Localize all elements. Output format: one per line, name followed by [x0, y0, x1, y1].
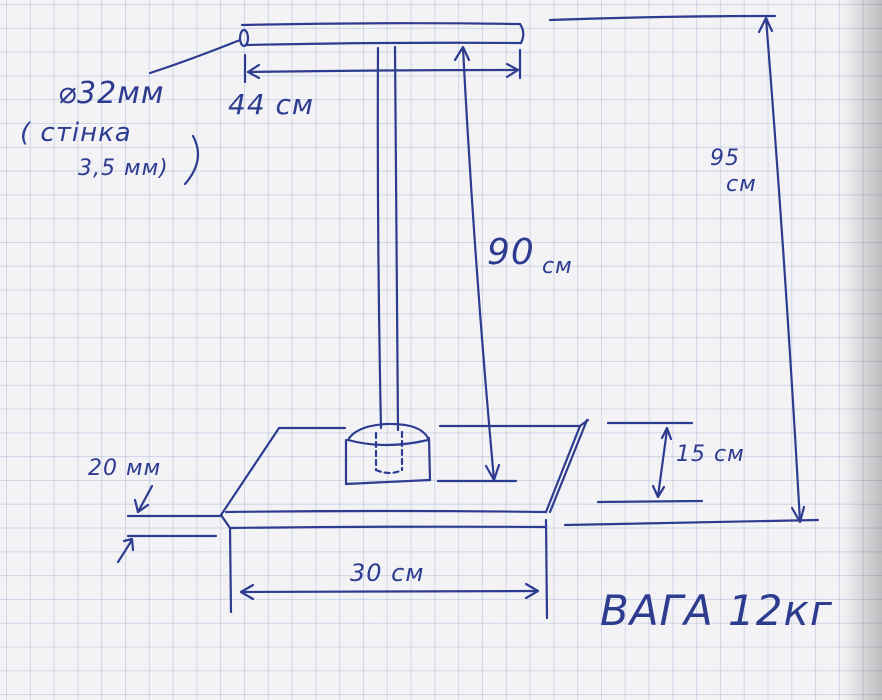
diameter-leader	[148, 38, 242, 75]
wall-label: ( стінка	[20, 118, 132, 148]
pole-socket	[344, 422, 432, 486]
vertical-pole	[376, 45, 400, 432]
total-height-dimension	[548, 14, 820, 527]
plate-thickness-dimension	[116, 484, 222, 564]
base-width-dimension	[228, 518, 549, 620]
plate-thickness-label: 20 мм	[88, 456, 162, 481]
base-height-dimension	[596, 421, 704, 504]
total-height-value: 95	[710, 146, 740, 171]
handle-width-dimension	[243, 48, 522, 84]
wall-note-bracket	[183, 134, 200, 186]
bar-height-unit: см	[542, 254, 573, 279]
photo-edge-shadow	[842, 0, 882, 700]
handle-bar	[238, 22, 525, 48]
handle-width-label: 44 см	[228, 88, 315, 121]
diameter-label: ⌀32мм	[58, 76, 165, 111]
base-height-label: 15 см	[676, 442, 745, 467]
bar-height-value: 90	[487, 232, 535, 273]
wall-thickness-label: 3,5 мм)	[78, 156, 169, 181]
bar-height-dimension	[436, 45, 518, 483]
total-height-unit: см	[726, 172, 757, 197]
base-plate	[219, 418, 590, 530]
base-width-label: 30 см	[350, 559, 425, 587]
weight-label: ВАГА 12кг	[600, 586, 833, 635]
